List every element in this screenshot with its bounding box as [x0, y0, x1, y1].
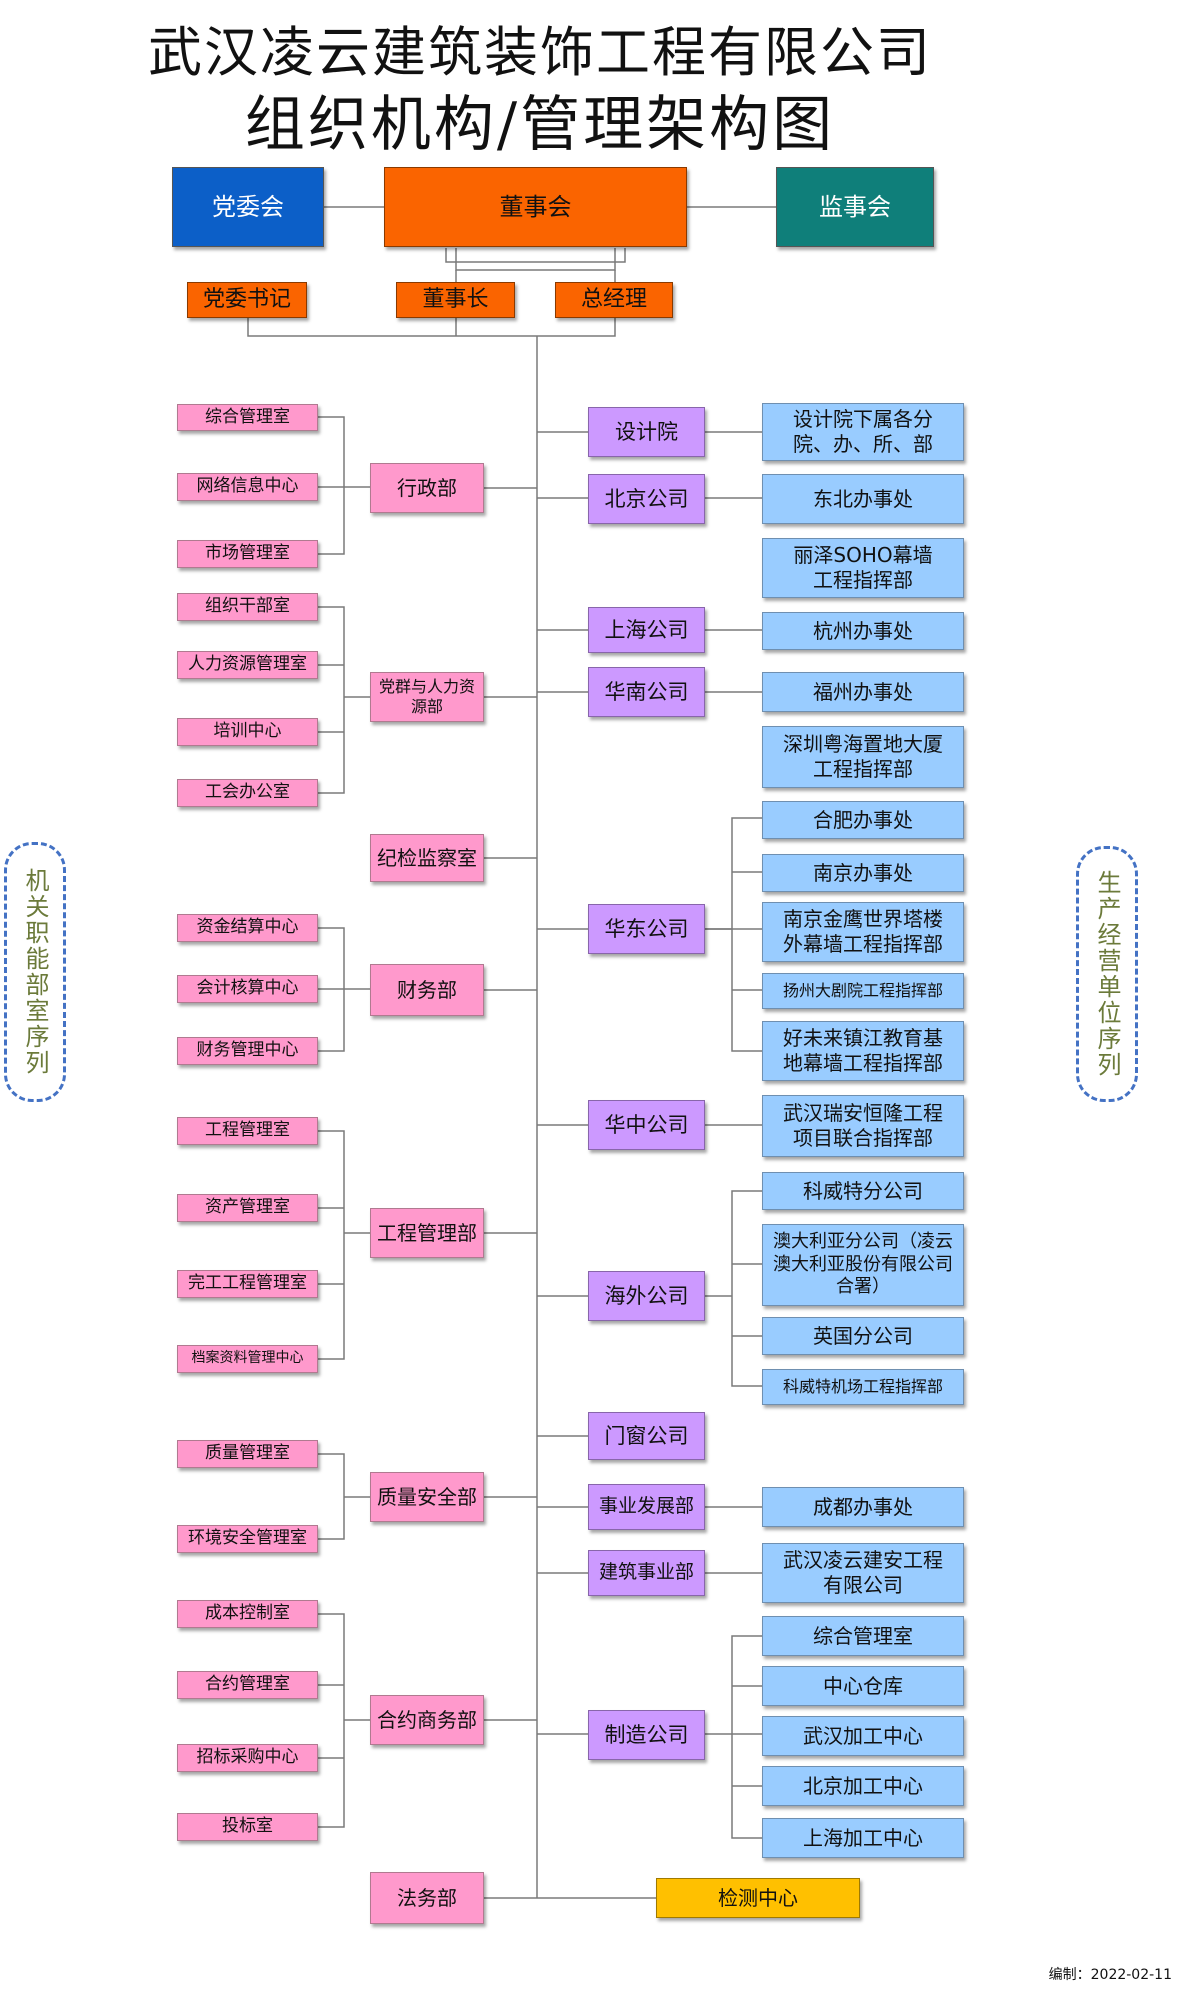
quality-sub-2: 环境安全管理室 — [177, 1525, 318, 1553]
beijing-unit: 北京公司 — [588, 474, 705, 524]
manufacturing-sub-3: 武汉加工中心 — [762, 1716, 964, 1756]
contract-sub-4: 投标室 — [177, 1813, 318, 1841]
party-committee-box: 党委会 — [172, 167, 324, 247]
contract-sub-1: 成本控制室 — [177, 1600, 318, 1628]
chairman-box: 董事长 — [396, 282, 515, 318]
admin-sub-1: 综合管理室 — [177, 404, 318, 431]
title-line-1: 武汉凌云建筑装饰工程有限公司 — [148, 21, 932, 84]
hr-dept: 党群与人力资源部 — [370, 672, 484, 722]
design-unit: 设计院 — [588, 407, 705, 457]
engineering-sub-1: 工程管理室 — [177, 1117, 318, 1145]
left-side-label: 机关职能部室序列 — [4, 842, 66, 1102]
manufacturing-sub-1: 综合管理室 — [762, 1616, 964, 1656]
hr-sub-4: 工会办公室 — [177, 779, 318, 807]
party-secretary-box: 党委书记 — [187, 282, 307, 318]
finance-sub-2: 会计核算中心 — [177, 975, 318, 1003]
footer-date: 编制：2022-02-11 — [1048, 1967, 1172, 1983]
beijing-sub-1: 东北办事处 — [762, 474, 964, 524]
hr-sub-1: 组织干部室 — [177, 593, 318, 621]
engineering-sub-2: 资产管理室 — [177, 1194, 318, 1222]
huadong-sub-2: 南京办事处 — [762, 854, 964, 892]
hr-sub-3: 培训中心 — [177, 718, 318, 746]
bizdev-sub-1: 成都办事处 — [762, 1487, 964, 1527]
contract-dept: 合约商务部 — [370, 1695, 484, 1745]
huadong-sub-1: 合肥办事处 — [762, 801, 964, 839]
manufacturing-sub-5: 上海加工中心 — [762, 1818, 964, 1858]
huanan-unit: 华南公司 — [588, 667, 705, 717]
engineering-sub-3: 完工工程管理室 — [177, 1270, 318, 1298]
title-line-2: 组织机构/管理架构图 — [244, 90, 836, 160]
huanan-sub-1: 福州办事处 — [762, 672, 964, 712]
overseas-sub-2: 澳大利亚分公司（凌云澳大利亚股份有限公司合署） — [762, 1224, 964, 1306]
manufacturing-sub-2: 中心仓库 — [762, 1666, 964, 1706]
legal-dept: 法务部 — [370, 1872, 484, 1924]
engineering-dept: 工程管理部 — [370, 1208, 484, 1258]
manufacturing-sub-4: 北京加工中心 — [762, 1766, 964, 1806]
quality-dept: 质量安全部 — [370, 1472, 484, 1522]
board-box: 董事会 — [384, 167, 687, 247]
right-side-label: 生产经营单位序列 — [1076, 846, 1138, 1102]
construction-unit: 建筑事业部 — [588, 1550, 705, 1596]
huadong-sub-5: 好未来镇江教育基地幕墙工程指挥部 — [762, 1021, 964, 1081]
overseas-sub-4: 科威特机场工程指挥部 — [762, 1369, 964, 1405]
supervisors-box: 监事会 — [776, 167, 934, 247]
finance-sub-3: 财务管理中心 — [177, 1037, 318, 1065]
overseas-sub-3: 英国分公司 — [762, 1317, 964, 1355]
huanan-sub-2: 深圳粤海置地大厦工程指挥部 — [762, 726, 964, 788]
testing-center: 检测中心 — [656, 1878, 860, 1918]
general-manager-box: 总经理 — [555, 282, 673, 318]
admin-sub-2: 网络信息中心 — [177, 473, 318, 501]
beijing-sub-2: 丽泽SOHO幕墙工程指挥部 — [762, 538, 964, 598]
huazhong-sub-1: 武汉瑞安恒隆工程项目联合指挥部 — [762, 1095, 964, 1157]
admin-dept: 行政部 — [370, 463, 484, 513]
admin-sub-3: 市场管理室 — [177, 540, 318, 568]
contract-sub-3: 招标采购中心 — [177, 1744, 318, 1772]
design-sub-1: 设计院下属各分院、办、所、部 — [762, 403, 964, 461]
huazhong-unit: 华中公司 — [588, 1100, 705, 1150]
contract-sub-2: 合约管理室 — [177, 1671, 318, 1699]
right-side-text: 生产经营单位序列 — [1093, 870, 1121, 1078]
hr-sub-2: 人力资源管理室 — [177, 651, 318, 679]
overseas-unit: 海外公司 — [588, 1271, 705, 1321]
shanghai-sub-1: 杭州办事处 — [762, 612, 964, 650]
discipline-dept: 纪检监察室 — [370, 834, 484, 882]
engineering-sub-4: 档案资料管理中心 — [177, 1345, 318, 1373]
doors-unit: 门窗公司 — [588, 1412, 705, 1460]
shanghai-unit: 上海公司 — [588, 607, 705, 653]
bizdev-unit: 事业发展部 — [588, 1484, 705, 1530]
overseas-sub-1: 科威特分公司 — [762, 1172, 964, 1210]
construction-sub-1: 武汉凌云建安工程有限公司 — [762, 1543, 964, 1603]
finance-dept: 财务部 — [370, 964, 484, 1016]
huadong-sub-3: 南京金鹰世界塔楼外幕墙工程指挥部 — [762, 902, 964, 962]
quality-sub-1: 质量管理室 — [177, 1440, 318, 1468]
huadong-unit: 华东公司 — [588, 904, 705, 954]
manufacturing-unit: 制造公司 — [588, 1710, 705, 1760]
finance-sub-1: 资金结算中心 — [177, 914, 318, 942]
left-side-text: 机关职能部室序列 — [21, 868, 49, 1076]
huadong-sub-4: 扬州大剧院工程指挥部 — [762, 973, 964, 1009]
